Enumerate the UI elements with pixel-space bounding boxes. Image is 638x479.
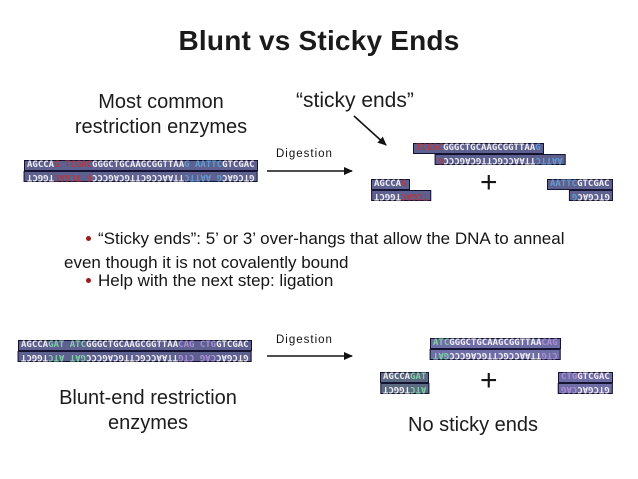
sticky-fragment-left-top-strand: AGCCAG: [371, 179, 410, 190]
sticky-fragment-right-bottom-strand: GTCGACG: [569, 190, 613, 201]
page-title: Blunt vs Sticky Ends: [178, 25, 460, 56]
sticky-enzymes-heading-line2: restriction enzymes: [74, 116, 248, 138]
blunt-fragment-middle-top-strand: ATCGGGCTGCAAGCGGTTAACAG: [430, 338, 561, 349]
bullet-item-ligation: Help with the next step: ligation: [64, 269, 580, 293]
digestion-label-sticky: Digestion: [276, 148, 333, 160]
blunt-enzymes-heading: Blunt-end restriction enzymes: [28, 386, 268, 436]
sticky-duplex-bottom-strand: GTCGACG AATTCTTAACCGCTTGCAGCCCG TCGACTGG…: [24, 171, 258, 182]
blunt-fragment-left-bottom-strand: ATCTGGCT: [380, 383, 430, 394]
bullet-text: “Sticky ends”: 5’ or 3’ over-hangs that …: [64, 229, 565, 272]
bullet-dot-icon: [86, 235, 91, 241]
digestion-label-blunt: Digestion: [276, 334, 333, 346]
digestion-arrow-sticky-icon: [267, 167, 353, 175]
bullet-dot-icon: [86, 277, 91, 283]
plus-sign-sticky: +: [480, 166, 498, 199]
bullet-item-sticky-ends: “Sticky ends”: 5’ or 3’ over-hangs that …: [64, 227, 580, 275]
blunt-fragment-left-top-strand: AGCCAGAT: [380, 372, 430, 383]
blunt-duplex-top-strand: AGCCAGAT ATCGGGCTGCAAGCGGTTAACAG CTGGTCG…: [18, 340, 252, 351]
blunt-fragment-middle-bottom-strand: CTGTTAACCGCTTGCAGCCCGAT: [430, 349, 561, 360]
sticky-fragment-left-bottom-strand: TCGACTGGCT: [371, 190, 432, 201]
no-sticky-ends-label: No sticky ends: [408, 414, 539, 436]
sticky-ends-callout: “sticky ends”: [296, 89, 414, 112]
sticky-fragment-middle-top-strand: TCGACGGGCTGCAAGCGGTTAAG: [413, 143, 544, 154]
plus-sign-blunt: +: [480, 364, 498, 397]
bullet-text: Help with the next step: ligation: [98, 271, 334, 290]
sticky-fragment-middle-bottom-strand: AATTCTTAACCGCTTGCAGCCCG: [435, 154, 566, 165]
blunt-enzymes-heading-line1: Blunt-end restriction: [59, 387, 237, 409]
blunt-enzymes-heading-line2: enzymes: [107, 412, 189, 434]
sticky-enzymes-heading: Most common restriction enzymes: [40, 90, 282, 140]
blunt-fragment-right-bottom-strand: GTCGACCAG: [558, 383, 613, 394]
sticky-ends-arrow-icon: [353, 115, 387, 146]
blunt-duplex-bottom-strand: GTCGACCAG CTGTTAACCGCTTGCAGCCCGAT ATCTGG…: [18, 351, 252, 362]
sticky-fragment-right-top-strand: AATTCGTCGAC: [547, 179, 613, 190]
sticky-duplex-top-strand: AGCCAG TCGACGGGCTGCAAGCGGTTAAG AATTCGTCG…: [24, 160, 258, 171]
sticky-enzymes-heading-line1: Most common: [98, 91, 224, 113]
digestion-arrow-blunt-icon: [267, 352, 353, 360]
blunt-fragment-right-top-strand: CTGGTCGAC: [558, 372, 613, 383]
